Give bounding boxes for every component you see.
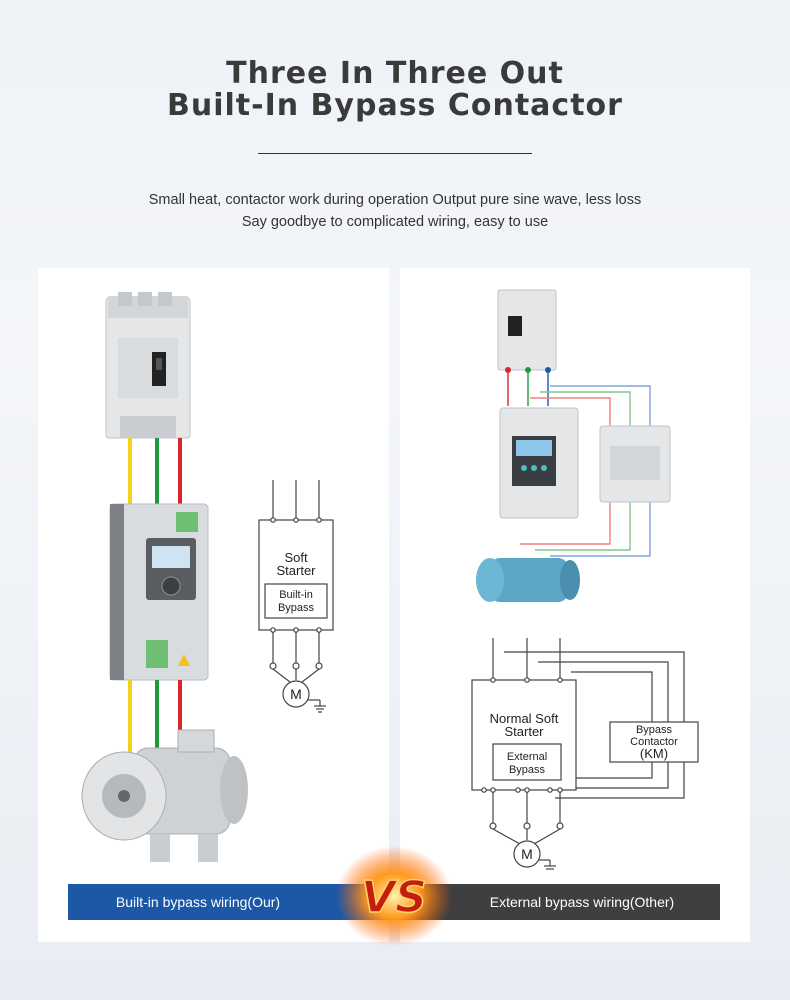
soft-starter-image — [109, 503, 209, 681]
external-bypass-panel: Normal Soft Starter External Bypass Bypa… — [400, 268, 750, 942]
contactor-label-line3: (KM) — [640, 746, 668, 761]
external-bypass-label-line1: External — [507, 751, 547, 763]
builtin-schematic — [258, 480, 334, 713]
bypass-label-line1: Built-in — [279, 589, 313, 601]
subtitle-line-2: Say goodbye to complicated wiring, easy … — [241, 214, 549, 230]
title-line-2: Built-In Bypass Contactor — [167, 88, 623, 123]
title-divider — [258, 153, 532, 154]
motor-symbol-label: M — [521, 846, 533, 862]
builtin-wiring-illustration: Soft Starter Built-in Bypass M — [81, 292, 334, 862]
schematic-label-line2: Starter — [276, 563, 316, 578]
motor-image — [476, 558, 580, 602]
circuit-breaker-image — [105, 292, 191, 439]
motor-symbol-label: M — [290, 686, 302, 702]
external-schematic — [471, 638, 699, 870]
vs-badge: VS — [336, 846, 452, 946]
schematic-label-line1: Soft — [284, 550, 308, 565]
builtin-bypass-panel: Soft Starter Built-in Bypass M — [38, 268, 389, 942]
external-wiring-illustration: Normal Soft Starter External Bypass Bypa… — [471, 289, 699, 870]
external-bypass-caption: External bypass wiring(Other) — [398, 884, 720, 920]
vs-label: VS — [361, 872, 427, 923]
contactor-label-line2: Contactor — [630, 736, 678, 748]
schematic-label-line1: Normal Soft — [490, 711, 559, 726]
bypass-contactor-image — [599, 425, 671, 503]
subtitle-line-1: Small heat, contactor work during operat… — [148, 192, 642, 208]
contactor-label-line1: Bypass — [636, 724, 673, 736]
bypass-label-line2: Bypass — [278, 602, 315, 614]
circuit-breaker-image — [497, 289, 557, 373]
motor-image — [81, 729, 248, 862]
schematic-label-line2: Starter — [504, 724, 544, 739]
external-bypass-label-line2: Bypass — [509, 764, 546, 776]
soft-starter-image — [499, 407, 579, 519]
title-line-1: Three In Three Out — [226, 56, 564, 91]
